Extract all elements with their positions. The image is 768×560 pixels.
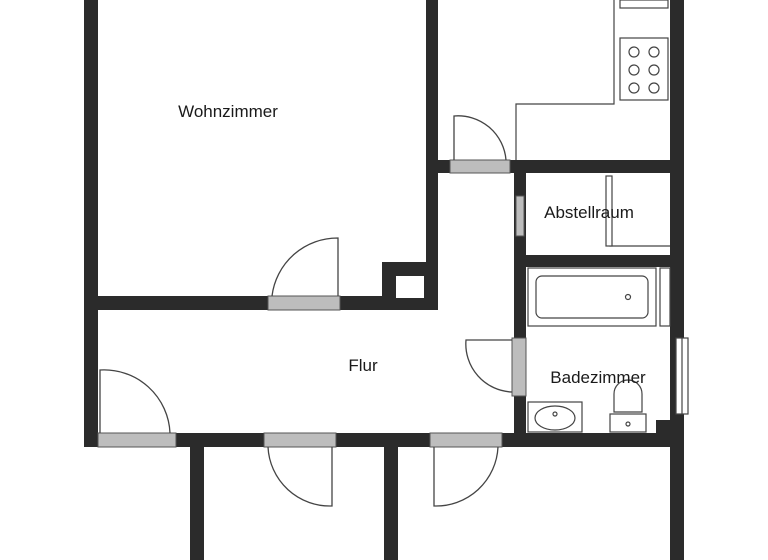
door-swing-arc (433, 446, 499, 507)
kitchen-counter (515, 0, 615, 160)
label-bathroom: Badezimmer (550, 368, 646, 387)
label-living-room: Wohnzimmer (178, 102, 278, 121)
wall-living-right (426, 0, 438, 308)
door-bathroom (511, 337, 527, 397)
doors (97, 115, 527, 507)
burner-icon (628, 82, 640, 94)
wall-storage-bottom (514, 255, 684, 267)
pipe-block (656, 420, 670, 433)
drain-icon (552, 411, 558, 417)
door-swing-arc (453, 115, 507, 161)
door-bottom-right-room (429, 432, 503, 448)
kitchen-unit-top (619, 0, 669, 9)
stove (619, 37, 669, 101)
label-hallway: Flur (348, 356, 378, 375)
drain-icon (625, 421, 631, 427)
label-storage: Abstellraum (544, 203, 634, 222)
burner-icon (628, 46, 640, 58)
sink-basin (534, 405, 576, 431)
door-kitchen (449, 159, 511, 174)
storage-shelf-edge (605, 175, 613, 247)
door-bottom-left-room (263, 432, 337, 448)
door-swing-arc (465, 339, 513, 393)
toilet-tank (609, 413, 647, 433)
door-storage (515, 195, 525, 237)
bathtub-inner (535, 275, 649, 319)
door-hallway-left (97, 432, 177, 448)
fixtures (527, 175, 671, 433)
windows (675, 337, 689, 415)
wall-bottom-left (190, 447, 204, 560)
wall-bottom-middle (384, 447, 398, 560)
wall-left-outer (84, 0, 98, 447)
door-living (267, 295, 341, 311)
door-swing-arc (271, 237, 339, 297)
door-swing-arc (99, 369, 171, 434)
room-labels: Wohnzimmer Flur Abstellraum Badezimmer (178, 102, 646, 387)
shaft-inner (396, 276, 424, 298)
burner-icon (628, 64, 640, 76)
burner-icon (648, 46, 660, 58)
bath-shelf (659, 267, 671, 327)
stove-burners (628, 46, 660, 94)
walls (84, 0, 684, 560)
door-swing-arc (267, 446, 333, 507)
wall-hallway-bottom (84, 433, 684, 447)
wall-living-bottom (84, 296, 438, 310)
burner-icon (648, 64, 660, 76)
burner-icon (648, 82, 660, 94)
wall-right-outer (670, 0, 684, 560)
toilet-bowl (613, 379, 643, 413)
drain-icon (624, 293, 632, 301)
